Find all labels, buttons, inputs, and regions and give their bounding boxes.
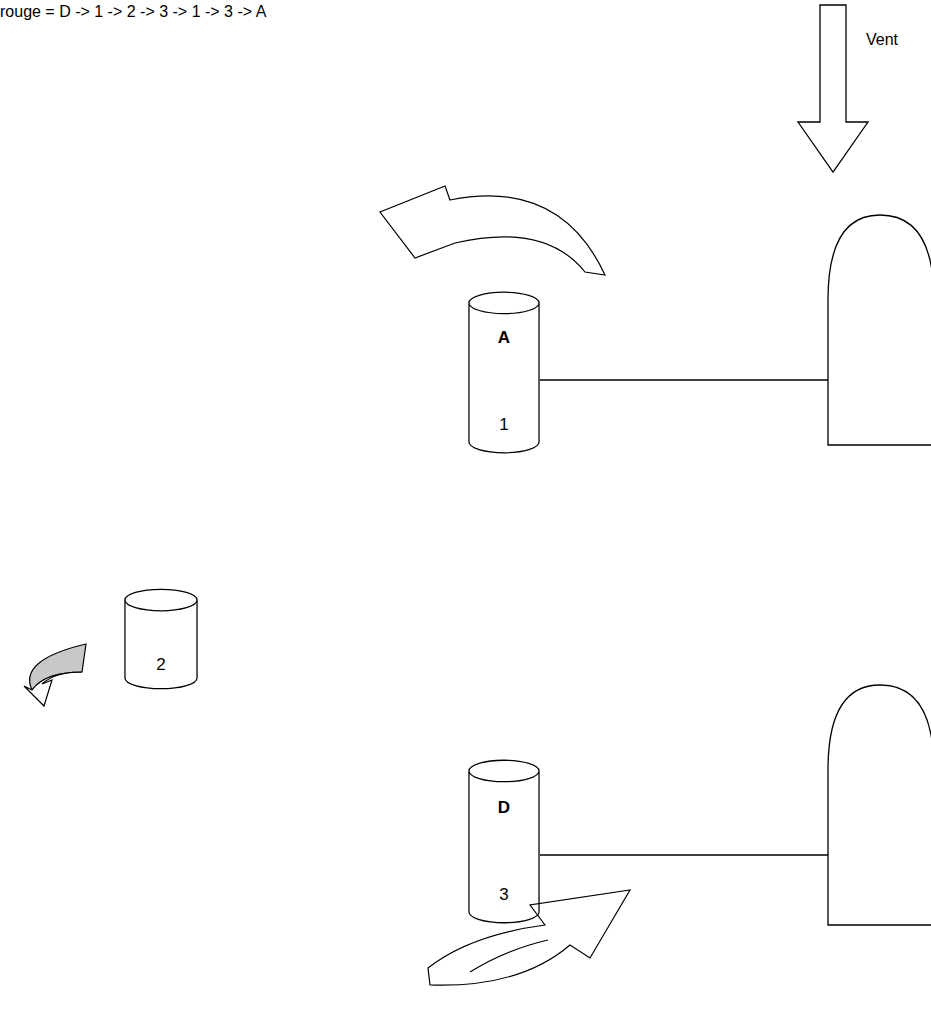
mark-number: 1 — [468, 415, 540, 435]
committee-boat — [828, 215, 931, 445]
rounding-arrow — [380, 186, 605, 275]
rounding-arrow — [428, 890, 630, 985]
buoy-mark: A1 — [468, 290, 540, 455]
start-line — [540, 379, 828, 380]
start-line — [540, 854, 828, 855]
committee-boat — [828, 685, 931, 925]
buoy-mark: 2 — [124, 588, 198, 690]
buoy-mark: D3 — [468, 758, 540, 925]
buoy-cylinder — [125, 589, 197, 688]
mark-letter: A — [468, 328, 540, 348]
mark-number: 3 — [468, 885, 540, 905]
buoy-cylinder — [469, 760, 539, 922]
mark-letter: D — [468, 798, 540, 818]
mark-number: 2 — [124, 655, 198, 675]
buoy-cylinder — [469, 292, 539, 453]
course-label: rouge = D -> 1 -> 2 -> 3 -> 1 -> 3 -> A — [0, 2, 266, 22]
rounding-arrow-fold — [470, 940, 548, 972]
wind-label: Vent — [866, 30, 898, 50]
rounding-arrow-head — [24, 672, 82, 706]
wind-arrow — [798, 5, 868, 172]
buoy-outline — [124, 588, 198, 690]
